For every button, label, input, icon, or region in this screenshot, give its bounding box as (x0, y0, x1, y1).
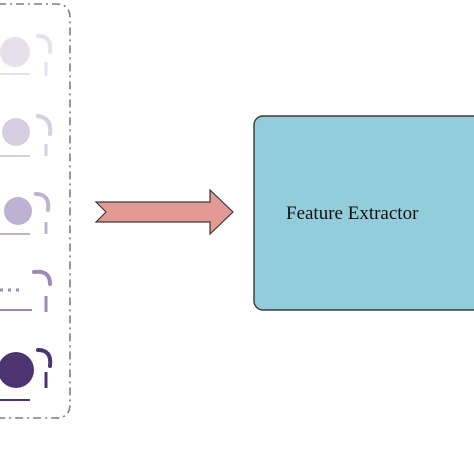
sample-arc-3 (34, 192, 51, 212)
feature-extractor-label: Feature Extractor (286, 203, 419, 224)
sample-arc-1 (36, 34, 53, 54)
sample-item-1 (0, 34, 53, 76)
sample-arc-5 (36, 348, 53, 368)
sample-item-2 (0, 114, 53, 157)
sample-circle-1 (0, 37, 30, 67)
sample-circle-5 (0, 352, 34, 388)
sample-item-3 (0, 192, 51, 235)
input-panel-border (0, 3, 71, 419)
sample-item-5 (0, 348, 53, 401)
sample-item-4 (0, 269, 52, 312)
sample-arc-4 (32, 269, 52, 286)
sample-arc-2 (36, 114, 53, 136)
sample-circle-2 (2, 118, 30, 146)
right-arrow (94, 188, 234, 236)
feature-extractor-box (253, 115, 474, 311)
sample-circle-3 (4, 197, 32, 225)
